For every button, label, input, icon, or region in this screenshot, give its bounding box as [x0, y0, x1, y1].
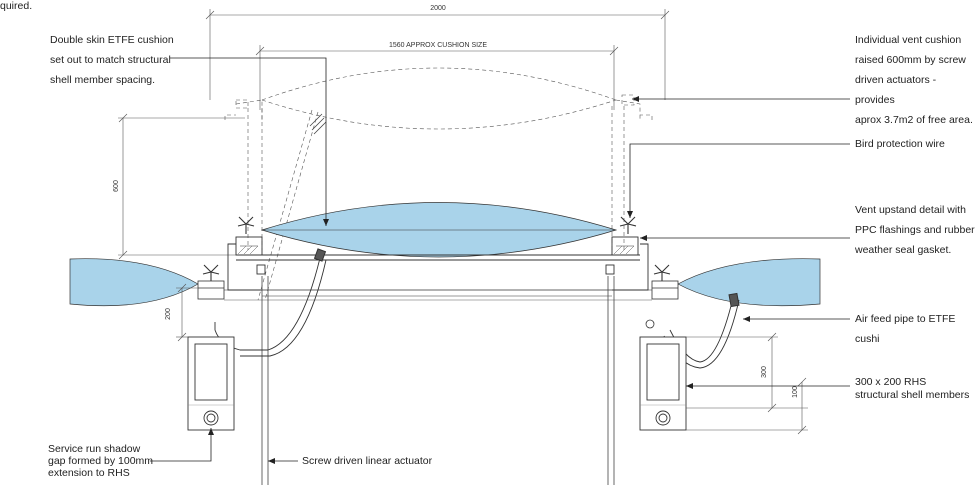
dimension-300-100	[686, 332, 808, 435]
right-etfe-cushion	[677, 258, 821, 307]
dimension-2000-text: 2000	[430, 5, 446, 12]
air-feed-label: Air feed pipe to ETFE cushi	[855, 313, 956, 345]
rhs-label: 300 x 200 RHS structural shell members	[855, 376, 970, 401]
raised-cushion-ghost	[224, 67, 653, 301]
bird-wire-label: Bird protection wire	[855, 138, 945, 150]
ghost-fitting	[309, 113, 327, 135]
actuator-rods	[261, 276, 615, 485]
dimension-300-text: 300	[761, 366, 768, 378]
actuator-label: Screw driven linear actuator	[302, 455, 433, 467]
rhs-left	[187, 336, 235, 431]
side-cushion-clamps	[197, 280, 679, 300]
upstand-hatch	[237, 245, 635, 255]
dimension-600-text: 600	[113, 180, 120, 192]
dimension-200	[176, 283, 200, 342]
dimension-200-text: 200	[165, 308, 172, 320]
service-run-label: Service run shadow gap formed by 100mm e…	[48, 443, 154, 479]
left-etfe-cushion	[69, 258, 199, 307]
dimension-100-text: 100	[792, 386, 799, 398]
rhs-right	[639, 336, 687, 431]
bird-wire-fittings	[202, 216, 671, 282]
dimension-cushion-text: 1560 APPROX CUSHION SIZE	[389, 42, 487, 49]
vent-cushion-label: Individual vent cushion raised 600mm by …	[855, 34, 973, 126]
etfe-cushion-label: Double skin ETFE cushion set out to matc…	[50, 34, 174, 86]
pipe-clip	[645, 319, 655, 329]
vent-upstand-frame	[227, 236, 649, 297]
dimension-cushion	[255, 45, 619, 110]
pipe-fittings	[313, 248, 740, 308]
dimension-600	[118, 113, 245, 260]
leader-lines	[150, 57, 850, 464]
top-fragment-text: quired.	[0, 0, 33, 12]
upstand-label: Vent upstand detail with PPC flashings a…	[855, 204, 975, 256]
dimension-2000	[205, 9, 670, 100]
